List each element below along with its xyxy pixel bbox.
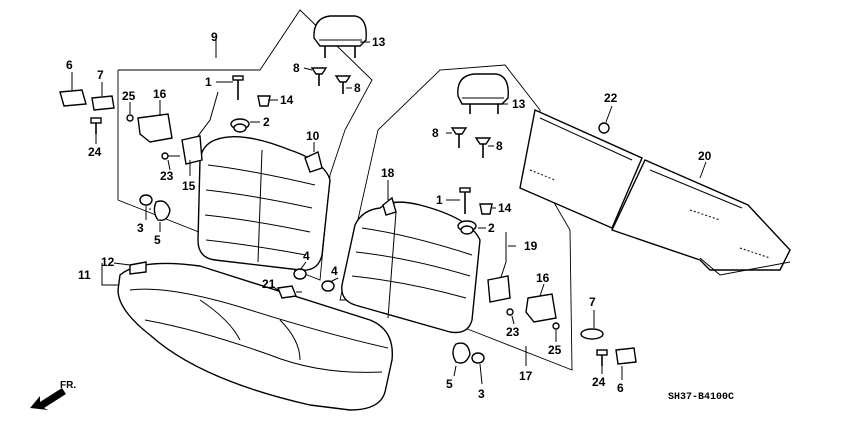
bolt-24-left (90, 117, 102, 134)
cover-7-left (91, 95, 115, 111)
rear-shelf-panel (519, 108, 791, 276)
callout-21: 21 (262, 277, 276, 291)
clip-14-right (479, 203, 493, 215)
bushing-5-right (452, 342, 471, 364)
callout-22: 22 (604, 91, 618, 105)
front-direction-label: FR. (60, 380, 76, 391)
striker-6-left (59, 89, 87, 107)
callout-16-left: 16 (153, 87, 167, 101)
callout-24-left: 24 (88, 145, 102, 159)
callout-25-left: 25 (122, 89, 136, 103)
screw-25-right (552, 322, 560, 330)
callout-1-left: 1 (205, 75, 212, 89)
callout-15: 15 (182, 179, 196, 193)
callout-6-right: 6 (617, 381, 624, 395)
callout-3-right: 3 (478, 387, 485, 401)
callouts: 9 13 8 8 1 14 2 10 16 6 7 25 24 23 15 3 … (66, 30, 712, 401)
grommet-2-left (230, 118, 250, 133)
bushing-4-left (293, 268, 307, 280)
callout-6-left: 6 (66, 58, 73, 72)
front-direction-arrow-icon: FR. (30, 380, 76, 410)
callout-24-right: 24 (592, 375, 606, 389)
headrest-guide-right-b (474, 137, 492, 158)
bushing-5-left (153, 200, 171, 221)
callout-2-right: 2 (488, 221, 495, 235)
headrest-guide-right-a (450, 127, 468, 148)
callout-16-right: 16 (536, 271, 550, 285)
callout-14-right: 14 (498, 201, 512, 215)
hinge-bracket-16-left (137, 113, 173, 143)
callout-8-left-b: 8 (354, 81, 361, 95)
callout-25-right: 25 (548, 343, 562, 357)
callout-9: 9 (211, 30, 218, 44)
bolt-23-left (161, 152, 180, 160)
striker-6-right (615, 347, 637, 365)
diagram-code: SH37-B4100C (668, 392, 734, 403)
bolt-24-right (596, 349, 608, 366)
clip-14-left (257, 95, 271, 107)
callout-7-left: 7 (97, 68, 104, 82)
clip-21 (277, 285, 302, 299)
lock-assembly-15 (181, 91, 219, 165)
callout-23-right: 23 (506, 325, 520, 339)
headrest-left (313, 15, 367, 58)
cover-7-right (580, 328, 604, 340)
callout-5-left: 5 (154, 233, 161, 247)
callout-12: 12 (101, 255, 115, 269)
bushing-3-right (471, 352, 485, 364)
lock-assembly-19 (487, 232, 511, 303)
callout-4-right: 4 (331, 264, 338, 278)
callout-4-left: 4 (303, 249, 310, 263)
bolt-1-left (232, 75, 244, 100)
callout-8-left-a: 8 (293, 61, 300, 75)
callout-18: 18 (381, 166, 395, 180)
callout-8-right-a: 8 (432, 126, 439, 140)
callout-11: 11 (78, 268, 91, 282)
bolt-1-right (459, 187, 471, 214)
left-seatback-group-outline (117, 9, 373, 281)
seatback-left (197, 135, 331, 271)
callout-3-left: 3 (137, 221, 144, 235)
callout-13-left: 13 (372, 35, 386, 49)
clip-22 (598, 122, 610, 134)
callout-7-right: 7 (589, 295, 596, 309)
hinge-bracket-16-right (525, 293, 557, 323)
headrest-right (457, 73, 509, 114)
bushing-3-left (139, 194, 153, 206)
callout-1-right: 1 (436, 193, 443, 207)
leader-lines (71, 40, 707, 385)
bolt-23-right (506, 308, 514, 316)
callout-5-right: 5 (446, 377, 453, 391)
callout-10: 10 (306, 129, 320, 143)
callout-2-left: 2 (263, 115, 270, 129)
headrest-guide-left-b (334, 75, 352, 94)
callout-23-left: 23 (160, 169, 174, 183)
headrest-guide-left-a (310, 67, 328, 86)
callout-20: 20 (698, 149, 712, 163)
callout-19: 19 (524, 239, 538, 253)
bushing-4-right (321, 280, 335, 292)
callout-14-left: 14 (280, 93, 294, 107)
callout-8-right-b: 8 (496, 139, 503, 153)
callout-13-right: 13 (512, 97, 526, 111)
screw-25-left (126, 114, 134, 122)
seat-cushion (117, 261, 394, 411)
seatback-right (341, 196, 481, 334)
callout-17: 17 (519, 369, 533, 383)
grommet-2-right (457, 220, 477, 235)
